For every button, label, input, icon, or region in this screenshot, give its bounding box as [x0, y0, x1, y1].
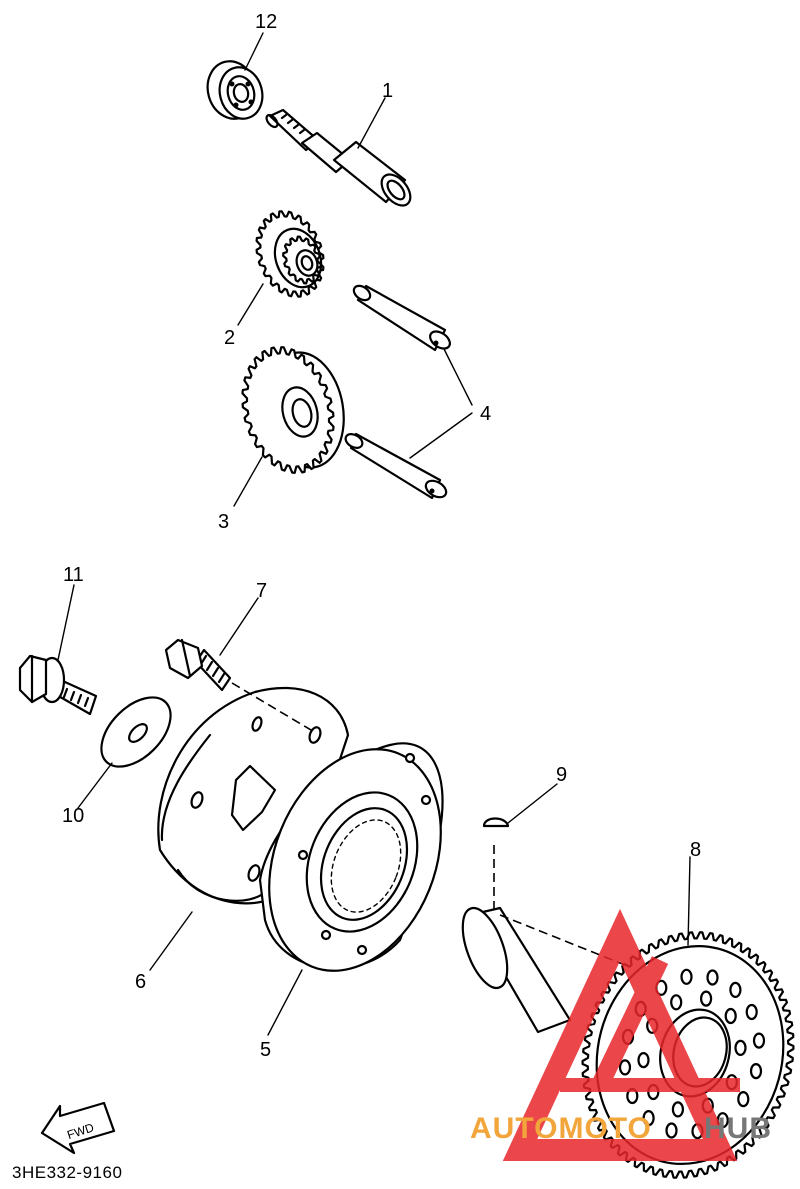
gear-hole	[618, 1059, 632, 1076]
bearing-part-12	[206, 60, 264, 120]
gear-hole	[670, 994, 683, 1011]
gear-hole	[729, 981, 742, 999]
washer-part-10	[100, 696, 172, 768]
callout-5: 5	[260, 1039, 271, 1061]
callout-3: 3	[218, 511, 229, 533]
fwd-arrow-icon: FWD	[40, 1101, 116, 1155]
gear-hole	[637, 1051, 650, 1069]
gear-hole	[680, 968, 693, 985]
gear-hole	[737, 1090, 750, 1108]
watermark-text-automoto: AUTOMOTO	[470, 1112, 652, 1145]
gear-hole	[665, 1122, 678, 1139]
pin-part-4-upper	[352, 284, 451, 352]
diagram-code: 3HE332-9160	[12, 1163, 122, 1182]
bolt-part-11	[18, 654, 98, 716]
gear-part-2	[255, 210, 325, 298]
gear-hole	[642, 1109, 655, 1127]
key-part-9	[482, 817, 510, 915]
gear-hole	[734, 1039, 747, 1057]
shaft-part-1	[265, 108, 412, 207]
callout-12: 12	[255, 11, 277, 33]
gear-hole	[724, 1007, 737, 1025]
gear-hole	[745, 1003, 758, 1021]
gear-part-3	[241, 346, 345, 474]
callout-7: 7	[256, 580, 267, 602]
assembly-line-bolt-7	[231, 682, 317, 734]
callout-2: 2	[224, 327, 235, 349]
callout-10: 10	[62, 805, 84, 827]
starter-clutch-part-5	[258, 742, 444, 972]
gear-hole	[749, 1062, 763, 1080]
callout-1: 1	[382, 80, 393, 102]
gear-hole	[752, 1032, 766, 1049]
gear-hole	[699, 990, 713, 1007]
callout-9: 9	[556, 764, 567, 786]
callout-6: 6	[135, 971, 146, 993]
gear-hole	[706, 969, 719, 986]
leader-lines	[57, 32, 691, 1036]
callout-4: 4	[480, 403, 491, 425]
watermark-text-hub: HUB	[704, 1112, 772, 1145]
gear-hole	[671, 1101, 685, 1118]
automotohub-watermark-logo	[502, 908, 740, 1161]
pin-part-4-lower	[344, 432, 448, 500]
callout-11: 11	[63, 564, 84, 586]
bolt-part-7	[164, 638, 232, 692]
callout-8: 8	[690, 839, 701, 861]
